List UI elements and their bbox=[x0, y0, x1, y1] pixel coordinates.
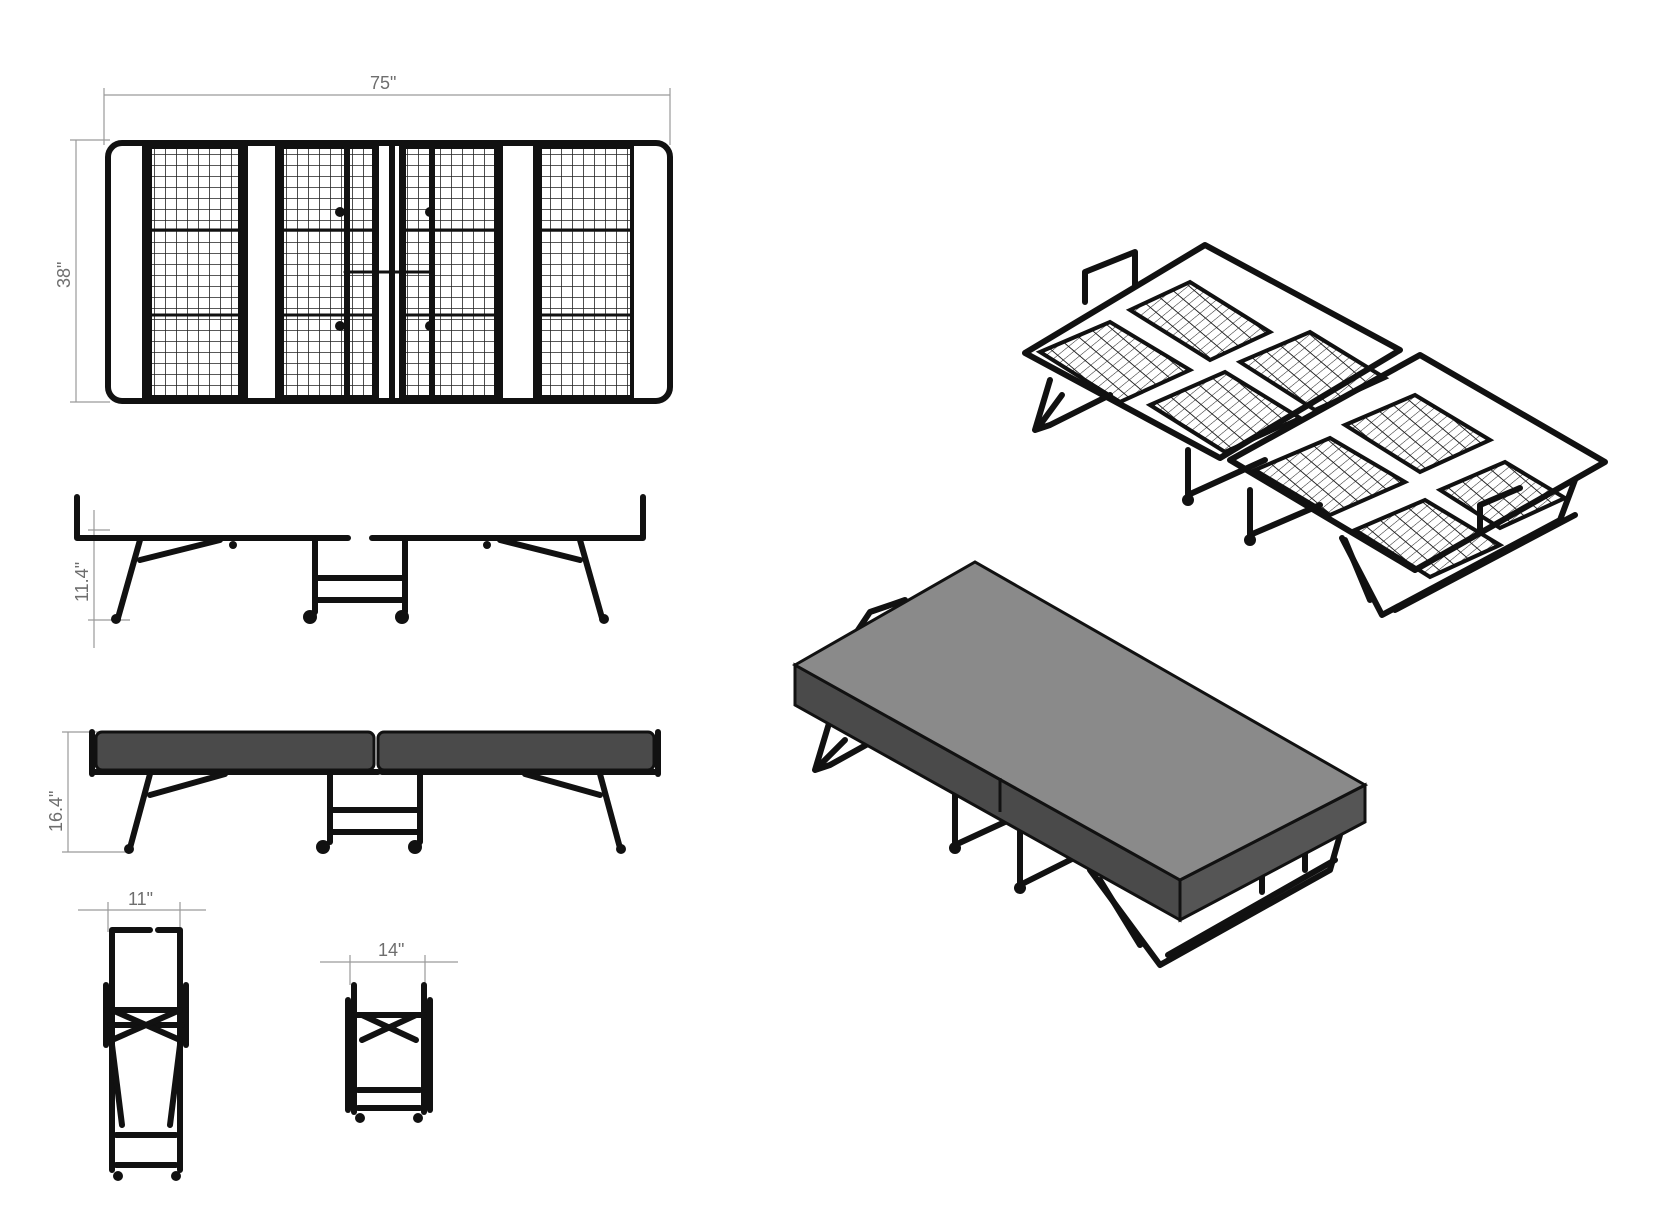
isometric-mattress-view bbox=[791, 560, 1369, 968]
side-view-with-mattress: 16.4" bbox=[46, 729, 661, 854]
folded-depth-b-label: 14" bbox=[378, 940, 404, 960]
length-label: 75" bbox=[370, 73, 396, 93]
folded-view-a: 11" bbox=[78, 889, 206, 1181]
frame-height-label: 11.4" bbox=[72, 562, 92, 602]
mattress-height-label: 16.4" bbox=[46, 791, 66, 832]
folded-depth-a-label: 11" bbox=[128, 889, 153, 909]
folded-view-b: 14" bbox=[320, 940, 458, 1123]
top-view: 75" 38" bbox=[54, 73, 673, 404]
mattress-top bbox=[791, 560, 1369, 882]
mattress-right-half bbox=[376, 730, 656, 772]
side-view-frame: 11.4" bbox=[72, 494, 646, 648]
width-label: 38" bbox=[54, 262, 74, 288]
isometric-frame-view bbox=[1022, 242, 1608, 618]
mattress-left-half bbox=[94, 730, 376, 772]
